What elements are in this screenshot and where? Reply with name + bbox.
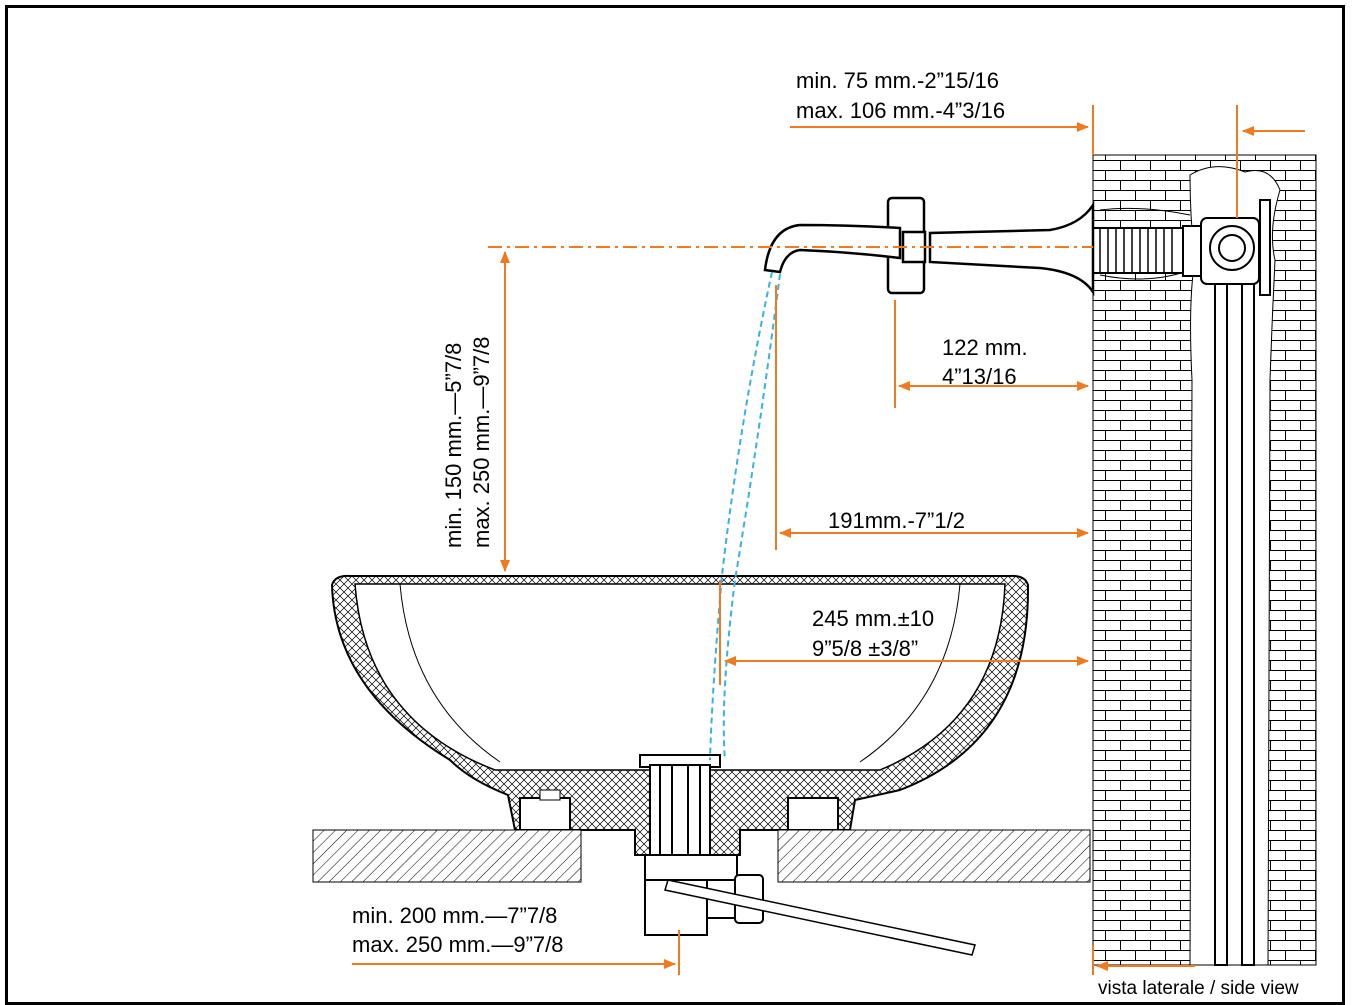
spout-projection-inch-label: 4”13/16: [942, 364, 1017, 389]
drain-depth-min-label: min. 200 mm.—7”7/8: [352, 903, 558, 928]
spout-height-max-label: max. 250 mm.—9”7/8: [469, 336, 494, 548]
wall-spout: [763, 196, 1095, 297]
concealed-valve: [1092, 199, 1271, 296]
view-caption: vista laterale / side view: [1098, 978, 1299, 999]
basin-center-inch-label: 9”5/8 ±3/8”: [812, 636, 919, 661]
water-stream: [709, 271, 781, 761]
drain-assembly: [639, 754, 976, 956]
vessel-basin: [330, 574, 1030, 856]
spout-height-min-label: min. 150 mm.—5”7/8: [441, 342, 466, 548]
countertop: [312, 829, 1091, 883]
spout-projection-mm-label: 122 mm.: [942, 335, 1028, 360]
wall-offset-min-label: min. 75 mm.-2”15/16: [796, 68, 999, 93]
outlet-to-wall-label: 191mm.-7”1/2: [828, 508, 965, 533]
drain-depth-max-label: max. 250 mm.—9”7/8: [352, 932, 564, 957]
wall-offset-max-label: max. 106 mm.-4”3/16: [796, 98, 1006, 123]
dimension-lines: [352, 105, 1305, 975]
brick-wall: [1092, 154, 1317, 966]
basin-center-mm-label: 245 mm.±10: [812, 606, 935, 631]
